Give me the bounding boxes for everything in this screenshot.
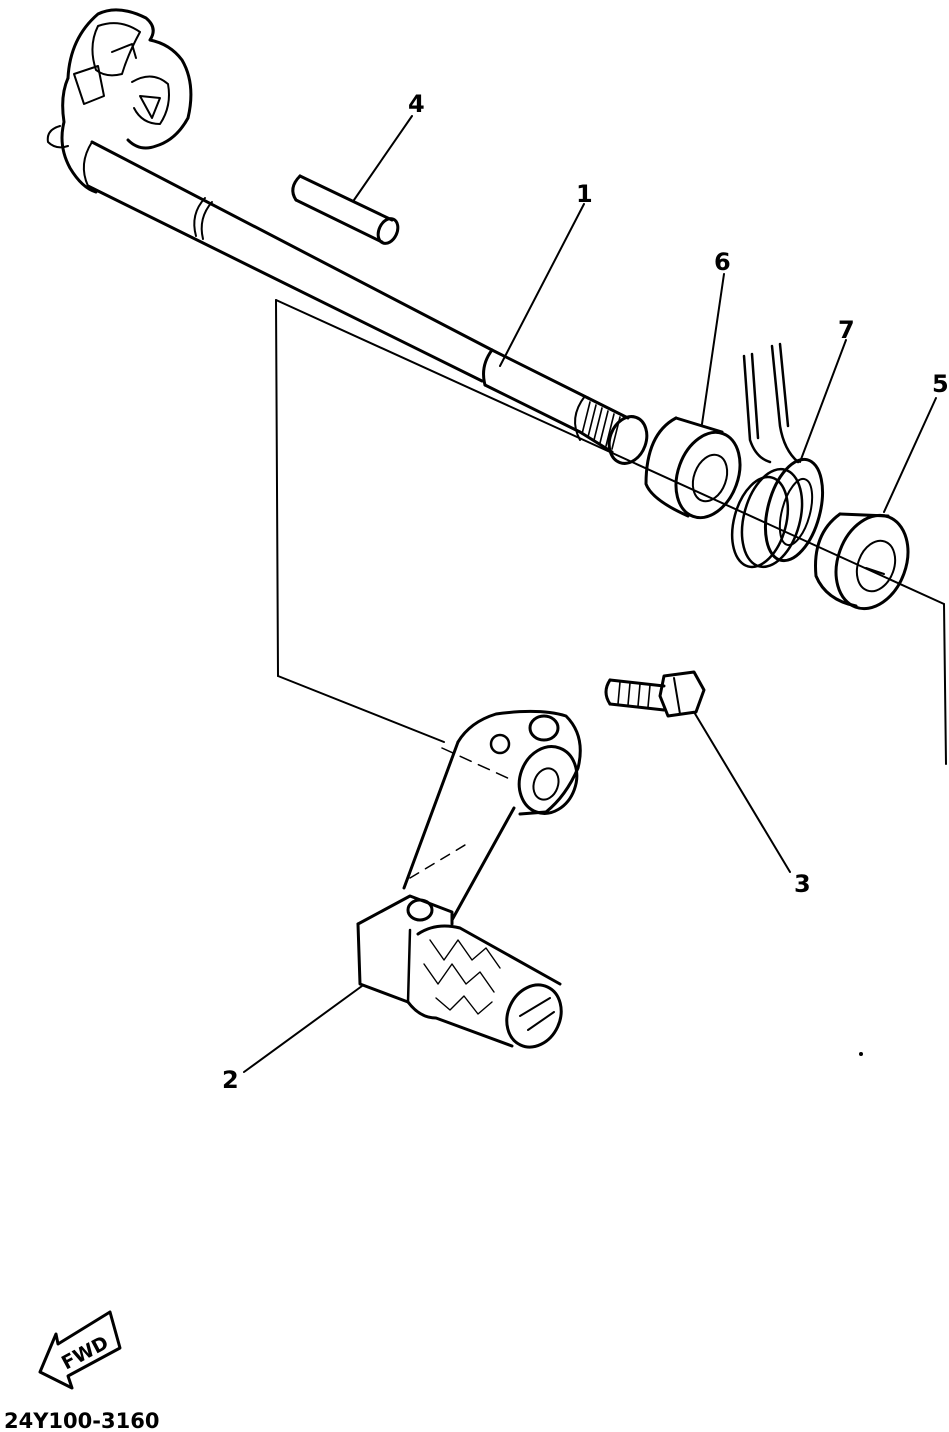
oil-seal-icon xyxy=(814,512,910,611)
bolt-icon xyxy=(604,670,706,718)
shift-shaft-icon xyxy=(46,8,649,465)
callout-2: 2 xyxy=(222,1066,239,1094)
shift-pedal-icon xyxy=(356,709,582,1049)
assembly-guide-lines xyxy=(275,299,947,879)
forward-arrow-icon: FWD xyxy=(38,1310,122,1390)
callout-labels: 4 1 6 7 5 3 2 xyxy=(222,90,949,1094)
callout-3: 3 xyxy=(794,870,811,898)
dowel-pin-icon xyxy=(291,174,400,245)
leader-lines xyxy=(243,115,937,1073)
callout-1: 1 xyxy=(576,180,593,208)
callout-5: 5 xyxy=(932,370,949,398)
callout-6: 6 xyxy=(714,248,731,276)
artifact-dot xyxy=(859,1052,863,1056)
collar-icon xyxy=(644,416,742,520)
drawing-code: 24Y100-3160 xyxy=(4,1409,159,1432)
torsion-spring-icon xyxy=(730,342,824,569)
callout-4: 4 xyxy=(408,90,425,118)
callout-7: 7 xyxy=(838,316,855,344)
